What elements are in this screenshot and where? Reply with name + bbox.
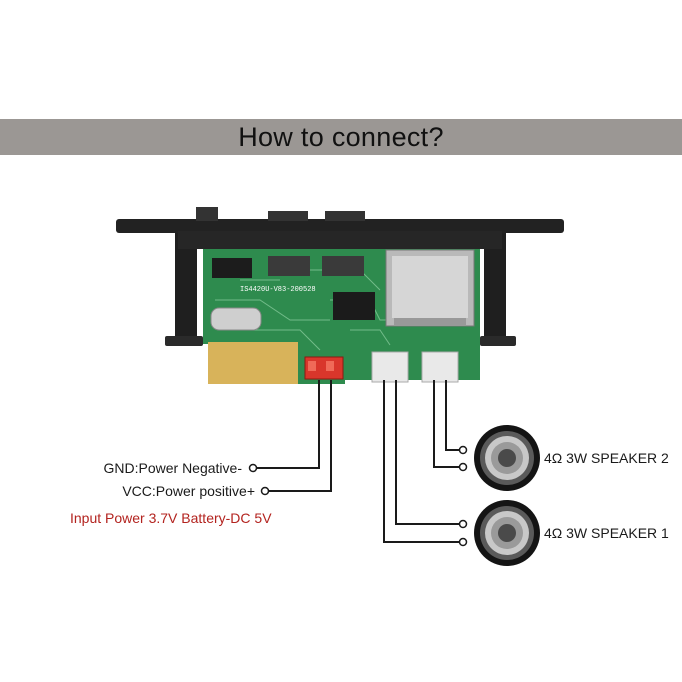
gold-edge [208, 342, 298, 384]
right-mounting-clip [484, 232, 506, 344]
vcc-wire [268, 380, 332, 492]
main-ic [333, 292, 375, 320]
speaker1-label: 4Ω 3W SPEAKER 1 [544, 525, 669, 541]
speaker-2-icon [474, 425, 540, 491]
speaker1-connector [371, 351, 409, 383]
gnd-label: GND:Power Negative- [103, 460, 243, 476]
terminals [248, 445, 468, 547]
mp3-module: IS4420U-V83-200528 [116, 207, 564, 384]
front-panel [116, 219, 564, 233]
button-switch [268, 256, 310, 276]
speaker2-connector [421, 351, 459, 383]
speaker-1-icon [474, 500, 540, 566]
vcc-label: VCC:Power positive+ [122, 483, 255, 499]
board-marking-text: IS4420U-V83-200528 [240, 286, 316, 294]
speaker1-positive-wire [395, 380, 460, 525]
gnd-wire [255, 380, 320, 469]
title-banner [0, 119, 682, 155]
page-title: How to connect? [238, 122, 444, 152]
speaker2-positive-wire [445, 380, 460, 451]
wires [255, 380, 460, 543]
ic-chip [212, 258, 252, 278]
left-mounting-clip [175, 232, 197, 344]
speaker2-label: 4Ω 3W SPEAKER 2 [544, 450, 669, 466]
crystal-oscillator [210, 307, 262, 331]
speaker2-negative-wire [433, 380, 460, 468]
speaker1-negative-wire [383, 380, 460, 543]
input-power-label: Input Power 3.7V Battery-DC 5V [70, 510, 272, 526]
button-switch [322, 256, 364, 276]
